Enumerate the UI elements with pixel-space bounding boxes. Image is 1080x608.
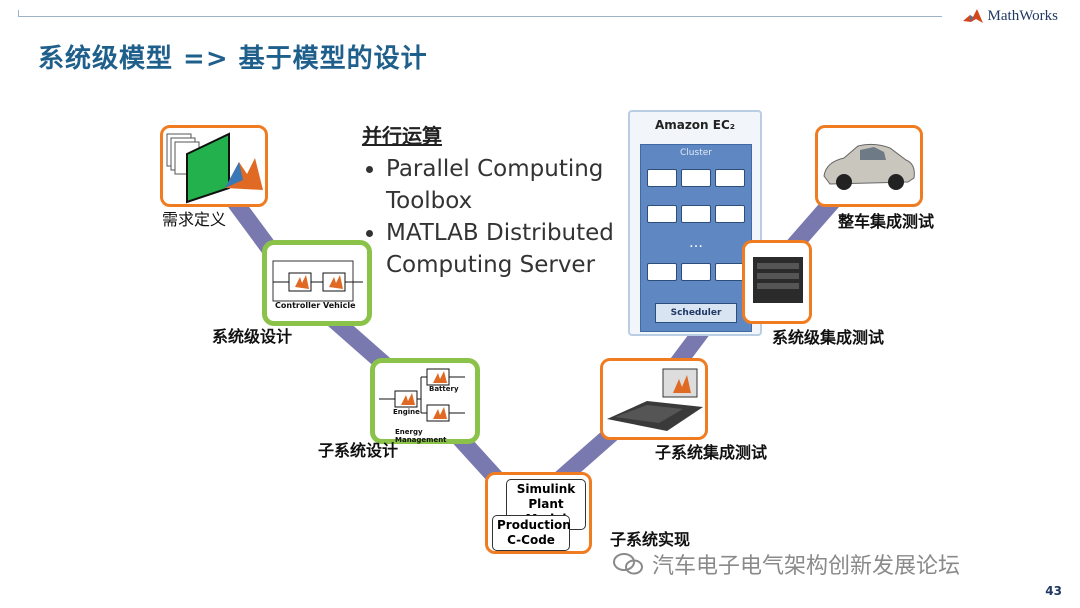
- parallel-list: Parallel Computing Toolbox MATLAB Distri…: [362, 153, 616, 281]
- header-divider: [18, 16, 942, 17]
- cluster-subtitle: Cluster: [680, 148, 712, 158]
- page-number: 43: [1045, 584, 1062, 598]
- system-integration-card[interactable]: [742, 240, 812, 324]
- controller-block-label: Controller: [275, 301, 321, 310]
- requirements-doc-icon: [166, 132, 263, 204]
- cluster-panel: Cluster … Scheduler: [640, 144, 752, 332]
- subsystem-integration-card[interactable]: [600, 358, 708, 440]
- matlab-worker-icon: [681, 169, 711, 187]
- matlab-worker-icon: [715, 205, 745, 223]
- wechat-icon: [613, 553, 643, 575]
- scheduler-box: Scheduler: [655, 303, 737, 323]
- system-integration-label: 系统级集成测试: [772, 328, 885, 347]
- requirements-label: 需求定义: [162, 210, 227, 229]
- laptop-hil-icon: [607, 368, 703, 431]
- system-design-card[interactable]: Controller Vehicle: [262, 240, 372, 326]
- matlab-worker-icon: [647, 205, 677, 223]
- vehicle-block-label: Vehicle: [323, 301, 356, 310]
- engine-block-label: Engine: [393, 408, 420, 416]
- controller-vehicle-diagram: [272, 260, 363, 302]
- matlab-worker-icon: [681, 205, 711, 223]
- vehicle-integration-label: 整车集成测试: [838, 212, 935, 231]
- subsystem-design-label: 子系统设计: [318, 441, 399, 460]
- parallel-computing-box: 并行运算 Parallel Computing Toolbox MATLAB D…: [362, 120, 616, 281]
- subsystem-diagram: [379, 368, 465, 422]
- server-rack-icon: [753, 257, 803, 303]
- battery-block-label: Battery: [429, 385, 459, 393]
- matlab-worker-icon: [681, 263, 711, 281]
- matlab-worker-icon: [715, 169, 745, 187]
- matlab-worker-icon: [647, 169, 677, 187]
- parallel-title: 并行运算: [362, 124, 442, 148]
- header-divider-tick: [18, 10, 19, 17]
- production-c-code-box: Production C-Code: [492, 515, 571, 551]
- cluster-node-row: [647, 205, 745, 223]
- parallel-item: Parallel Computing Toolbox: [386, 153, 606, 217]
- subsystem-implementation-label: 子系统实现: [610, 530, 691, 549]
- vehicle-integration-card[interactable]: [815, 125, 923, 207]
- subsystem-design-card[interactable]: Battery Engine Energy Management: [370, 358, 480, 444]
- implementation-card[interactable]: Simulink Plant Model Production C-Code: [485, 472, 592, 554]
- parallel-item: MATLAB Distributed Computing Server: [386, 217, 616, 281]
- brand-name: MathWorks: [987, 7, 1058, 24]
- wechat-watermark: 汽车电子电气架构创新发展论坛: [612, 548, 960, 580]
- cluster-node-row: [647, 263, 745, 281]
- amazon-ec2-cluster: Amazon EC₂ Cluster … Scheduler: [628, 110, 762, 336]
- brand-logo: MathWorks: [962, 7, 1058, 25]
- requirements-card[interactable]: [160, 125, 268, 207]
- subsystem-integration-label: 子系统集成测试: [655, 443, 768, 462]
- watermark-text: 汽车电子电气架构创新发展论坛: [652, 554, 961, 579]
- matlab-worker-icon: [647, 263, 677, 281]
- mathworks-membrane-icon: [962, 9, 983, 23]
- cluster-node-row: [647, 169, 745, 187]
- energy-management-block-label: Energy Management: [395, 428, 447, 444]
- car-icon: [823, 143, 915, 190]
- matlab-worker-icon: [715, 263, 745, 281]
- system-design-label: 系统级设计: [212, 327, 293, 346]
- cluster-title: Amazon EC₂: [654, 118, 736, 132]
- page-title: 系统级模型 => 基于模型的设计: [38, 44, 428, 74]
- cluster-ellipsis: …: [689, 235, 703, 251]
